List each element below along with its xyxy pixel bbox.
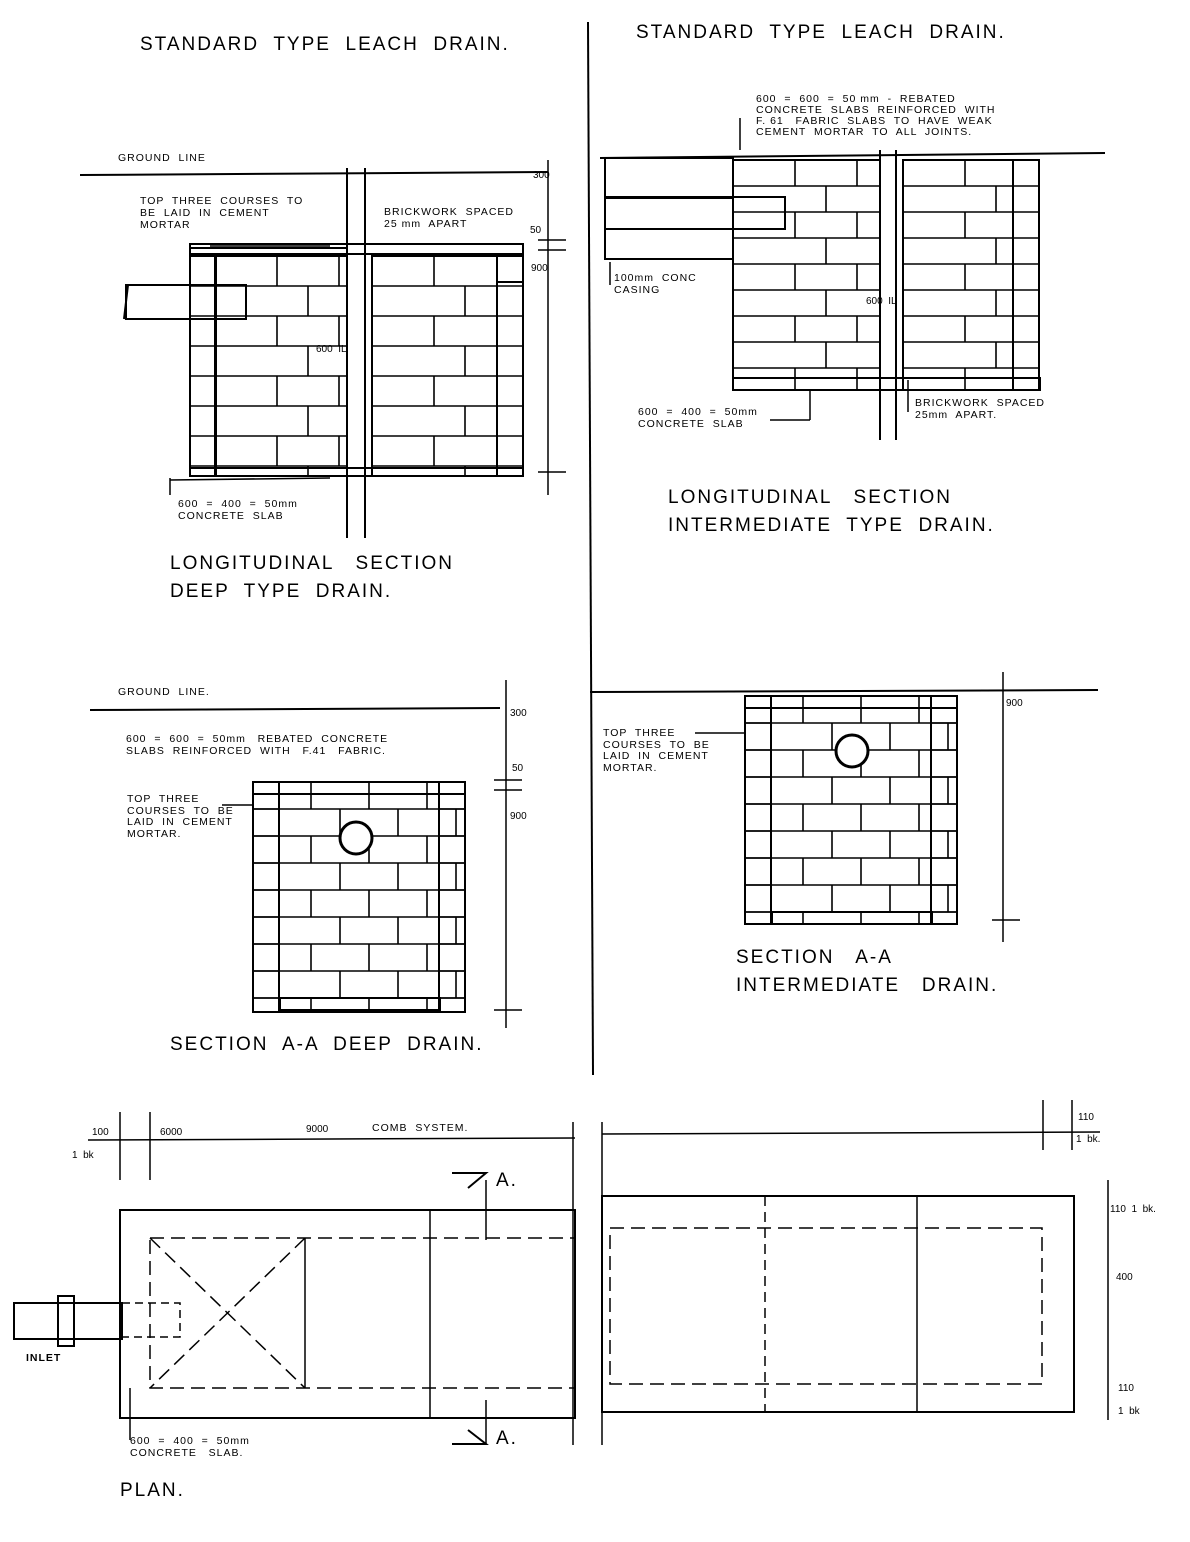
inter-section-ground-line bbox=[589, 689, 1099, 693]
deep-dim-900: 900 bbox=[531, 263, 548, 274]
inter-brickwork-note: BRICKWORK SPACED 25mm APART. bbox=[915, 397, 1045, 422]
deep-section-header-left bbox=[252, 781, 280, 1013]
plan-section-marker-top: A. bbox=[496, 1170, 518, 1191]
plan-dim-110-bottom: 110 bbox=[1118, 1383, 1134, 1394]
inter-section-dim-900: 900 bbox=[1006, 698, 1023, 709]
plan-inlet-collar bbox=[57, 1295, 75, 1347]
inter-invert-level: 600 IL bbox=[866, 296, 897, 307]
plan-dim-110-1bk: 110 1 bk. bbox=[1110, 1204, 1156, 1215]
deep-slab-note: 600 = 400 = 50mm CONCRETE SLAB bbox=[178, 498, 298, 523]
plan-dim-9000: 9000 bbox=[306, 1124, 329, 1135]
deep-bottom-slab bbox=[189, 467, 524, 477]
deep-section-top-courses-note: TOP THREE COURSES TO BE LAID IN CEMENT M… bbox=[127, 793, 234, 840]
plan-dim-100: 100 bbox=[92, 1127, 109, 1138]
heading-left: STANDARD TYPE LEACH DRAIN. bbox=[140, 34, 510, 55]
deep-inlet-pipe bbox=[125, 284, 247, 320]
heading-right: STANDARD TYPE LEACH DRAIN. bbox=[636, 22, 1006, 43]
plan-caption: PLAN. bbox=[120, 1480, 185, 1501]
deep-dim-300: 300 bbox=[533, 170, 550, 181]
inter-header-column-right bbox=[1012, 159, 1040, 391]
inter-casing-block bbox=[604, 228, 734, 260]
inter-section-header-right bbox=[930, 695, 958, 925]
deep-pipe-end bbox=[123, 284, 129, 320]
deep-section-ground-line-label: GROUND LINE. bbox=[118, 686, 210, 698]
deep-invert-level: 600 IL bbox=[316, 344, 347, 355]
deep-section-dim-900: 900 bbox=[510, 811, 527, 822]
plan-outline-left bbox=[119, 1209, 576, 1419]
deep-top-slab bbox=[189, 243, 524, 255]
inter-long-caption: LONGITUDINAL SECTION INTERMEDIATE TYPE D… bbox=[668, 487, 995, 536]
deep-header-column-right bbox=[496, 255, 524, 283]
plan-inner-left bbox=[149, 1237, 576, 1389]
inter-section-header-left bbox=[744, 695, 772, 925]
deep-section-dim-50: 50 bbox=[512, 763, 524, 774]
deep-section-bottom-slab bbox=[279, 997, 441, 1011]
deep-section-dim-300: 300 bbox=[510, 708, 527, 719]
inter-slab-block-top bbox=[604, 157, 734, 199]
deep-dim-50: 50 bbox=[530, 225, 542, 236]
inter-slabs-note: 600 = 600 = 50 mm - REBATED CONCRETE SLA… bbox=[756, 93, 996, 139]
plan-diagonal bbox=[149, 1237, 306, 1389]
plan-dim-6000: 6000 bbox=[160, 1127, 183, 1138]
inter-section-top-slab bbox=[744, 695, 958, 709]
deep-bricks-left-outline bbox=[214, 255, 348, 477]
deep-header-column-left bbox=[189, 255, 217, 477]
plan-slab-note: 600 = 400 = 50mm CONCRETE SLAB. bbox=[130, 1435, 250, 1460]
plan-dim-line-right bbox=[601, 1131, 1101, 1135]
inter-section-bricks-outline bbox=[744, 695, 958, 925]
plan-inlet-dashed bbox=[121, 1302, 181, 1338]
deep-top-courses-note: TOP THREE COURSES TO BE LAID IN CEMENT M… bbox=[140, 195, 304, 232]
deep-ground-line bbox=[79, 171, 549, 176]
deep-section-header-right bbox=[438, 781, 466, 1013]
inter-section-top-courses-note: TOP THREE COURSES TO BE LAID IN CEMENT M… bbox=[603, 727, 710, 774]
deep-brick-wall-left bbox=[189, 247, 348, 477]
sheet-divider-vertical bbox=[587, 21, 594, 1076]
inter-section-bottom-slab bbox=[771, 911, 933, 925]
inter-bottom-slab bbox=[732, 377, 1041, 391]
inter-bricks-left-outline bbox=[732, 159, 881, 391]
deep-ground-line-label: GROUND LINE bbox=[118, 152, 206, 164]
inter-pipe bbox=[604, 196, 786, 230]
plan-dim-1bk-bottom: 1 bk bbox=[1118, 1406, 1140, 1417]
plan-section-arrow-bottom bbox=[452, 1429, 489, 1445]
plan-inlet-pipe bbox=[13, 1302, 123, 1340]
plan-comb-system-label: COMB SYSTEM. bbox=[372, 1122, 469, 1134]
plan-dim-110-top: 110 bbox=[1078, 1112, 1094, 1123]
deep-section-ground-line bbox=[89, 707, 501, 711]
inter-casing-note: 100mm CONC CASING bbox=[614, 272, 697, 297]
plan-dim-1bk-left: 1 bk bbox=[72, 1150, 94, 1161]
plan-inlet-label: INLET bbox=[26, 1352, 62, 1364]
plan-dim-400: 400 bbox=[1116, 1272, 1133, 1283]
deep-section-bricks-outline bbox=[252, 781, 466, 1013]
plan-section-marker-bottom: A. bbox=[496, 1428, 518, 1449]
inter-slab-note: 600 = 400 = 50mm CONCRETE SLAB bbox=[638, 406, 758, 431]
plan-section-arrow-top bbox=[452, 1172, 489, 1189]
deep-brickwork-note: BRICKWORK SPACED 25 mm APART bbox=[384, 206, 514, 231]
deep-section-caption: SECTION A-A DEEP DRAIN. bbox=[170, 1034, 484, 1055]
plan-dim-line-left bbox=[87, 1137, 576, 1141]
inter-section-caption: SECTION A-A INTERMEDIATE DRAIN. bbox=[736, 947, 999, 996]
plan-dim-1bk-top: 1 bk. bbox=[1076, 1134, 1101, 1145]
inter-section-pipe bbox=[834, 733, 870, 769]
deep-section-slabs-note: 600 = 600 = 50mm REBATED CONCRETE SLABS … bbox=[126, 733, 389, 758]
drawing-linework bbox=[13, 21, 1109, 1445]
plan-inner-right bbox=[609, 1227, 1043, 1385]
deep-section-top-slab bbox=[252, 781, 466, 795]
deep-header-column-right bbox=[496, 255, 524, 477]
deep-long-caption: LONGITUDINAL SECTION DEEP TYPE DRAIN. bbox=[170, 553, 454, 602]
deep-section-pipe bbox=[338, 820, 374, 856]
deep-slab-leader bbox=[169, 477, 331, 481]
plan-outline-right bbox=[601, 1195, 1075, 1413]
